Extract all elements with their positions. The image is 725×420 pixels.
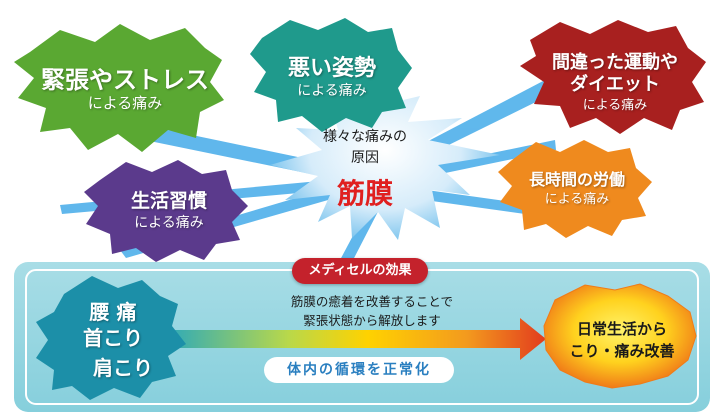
flow-arrow xyxy=(150,318,546,360)
cause-exercise-sub: による痛み xyxy=(582,98,648,113)
center-caption-line2: 原因 xyxy=(351,150,379,166)
symptom-blob xyxy=(36,276,186,400)
center-keyword: 筋膜 xyxy=(336,177,393,210)
center-caption: 様々な痛みの 原因 xyxy=(300,127,430,169)
result-line1: 日常生活から xyxy=(576,320,667,338)
cause-lifestyle-sub: による痛み xyxy=(134,215,204,231)
cause-exercise-title: 間違った運動や xyxy=(552,52,678,73)
effect-description-line2: 緊張状態から解放します xyxy=(303,313,441,328)
cause-blob-overwork xyxy=(498,140,652,238)
cause-blob-stress xyxy=(14,24,224,152)
cause-overwork-title: 長時間の労働 xyxy=(528,170,625,189)
effect-banner: メディセルの効果 xyxy=(292,258,428,284)
cause-stress-sub: による痛み xyxy=(87,94,163,112)
cause-overwork-sub: による痛み xyxy=(544,192,610,207)
cause-stress-title: 緊張やストレス xyxy=(41,66,209,94)
center-caption-line1: 様々な痛みの xyxy=(323,129,407,145)
cause-posture-sub: による痛み xyxy=(297,83,367,99)
result-line2: こり・痛み改善 xyxy=(569,342,675,360)
effect-description-line1: 筋膜の癒着を改善することで xyxy=(290,294,454,309)
cause-lifestyle-title: 生活習慣 xyxy=(130,190,207,212)
normalize-pill: 体内の循環を正常化 xyxy=(264,357,454,383)
cause-posture-title: 悪い姿勢 xyxy=(287,56,376,81)
cause-blob-posture xyxy=(250,18,412,132)
symptom-lowback: 腰 痛 xyxy=(89,300,137,324)
effect-description: 筋膜の癒着を改善することで 緊張状態から解放します xyxy=(262,292,482,330)
center-burst xyxy=(270,60,500,240)
result-blob xyxy=(543,283,697,389)
symptom-neck: 首こり xyxy=(83,326,143,350)
cause-exercise-title2: ダイエット xyxy=(570,74,660,95)
cause-blob-exercise xyxy=(520,20,706,134)
cause-blob-lifestyle xyxy=(84,160,248,262)
symptom-shoulder: 肩こり xyxy=(93,356,153,380)
